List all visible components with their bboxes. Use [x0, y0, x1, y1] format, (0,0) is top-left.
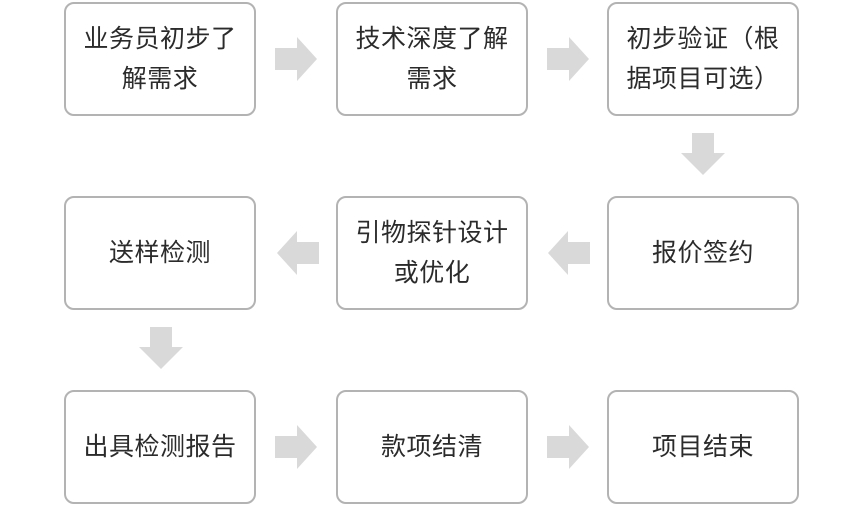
step-box-6: 送样检测: [64, 196, 256, 310]
step-box-1: 业务员初步了解需求: [64, 2, 256, 116]
step-label-9: 项目结束: [651, 432, 754, 461]
step-box-2: 技术深度了解需求: [336, 2, 528, 116]
step-box-5: 引物探针设计或优化: [336, 196, 528, 310]
step-label-1: 业务员初步了解需求: [83, 24, 237, 93]
arrow-right-icon: [547, 37, 589, 81]
step-label-2: 技术深度了解需求: [355, 24, 509, 93]
step-box-3: 初步验证（根据项目可选）: [607, 2, 799, 116]
step-box-8: 款项结清: [336, 390, 528, 504]
step-label-3: 初步验证（根据项目可选）: [626, 24, 780, 93]
step-label-5: 引物探针设计或优化: [355, 218, 509, 287]
step-label-7: 出具检测报告: [83, 432, 237, 461]
step-label-6: 送样检测: [108, 238, 211, 267]
arrow-down-icon: [681, 133, 725, 175]
arrow-left-icon: [277, 231, 319, 275]
arrow-right-icon: [275, 37, 317, 81]
step-box-4: 报价签约: [607, 196, 799, 310]
step-label-4: 报价签约: [651, 238, 754, 267]
step-box-9: 项目结束: [607, 390, 799, 504]
step-label-8: 款项结清: [380, 432, 483, 461]
arrow-right-icon: [547, 425, 589, 469]
arrow-right-icon: [275, 425, 317, 469]
step-box-7: 出具检测报告: [64, 390, 256, 504]
arrow-left-icon: [548, 231, 590, 275]
arrow-down-icon: [139, 327, 183, 369]
